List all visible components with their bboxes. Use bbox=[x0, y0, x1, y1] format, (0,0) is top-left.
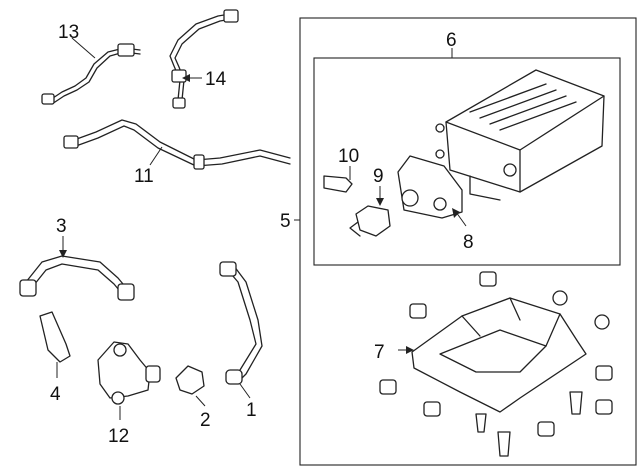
part-13-vapor-line[interactable] bbox=[41, 37, 141, 105]
callout-7: 7 bbox=[374, 342, 385, 363]
callout-11: 11 bbox=[134, 166, 154, 187]
part-8-filter[interactable] bbox=[397, 155, 467, 227]
callout-3: 3 bbox=[56, 216, 67, 237]
callout-13: 13 bbox=[58, 22, 79, 43]
part-3-vapor-hose[interactable] bbox=[19, 236, 135, 301]
part-4-connector[interactable] bbox=[39, 311, 71, 378]
callout-12: 12 bbox=[108, 426, 129, 447]
part-6-canister[interactable] bbox=[435, 69, 605, 201]
callout-6: 6 bbox=[446, 30, 457, 51]
callout-14: 14 bbox=[205, 69, 227, 90]
part-14-vapor-line[interactable] bbox=[169, 9, 239, 109]
part-1-hose[interactable] bbox=[219, 261, 263, 399]
part-11-vapor-tube[interactable] bbox=[63, 119, 291, 170]
part-9-solenoid[interactable] bbox=[349, 186, 391, 237]
callout-8: 8 bbox=[463, 232, 474, 253]
fasteners[interactable] bbox=[379, 271, 613, 457]
callout-5: 5 bbox=[280, 211, 291, 232]
callout-1: 1 bbox=[246, 400, 257, 421]
part-2-fitting[interactable] bbox=[175, 365, 206, 407]
callout-10: 10 bbox=[338, 146, 359, 167]
part-10-connector[interactable] bbox=[323, 166, 353, 193]
callout-4: 4 bbox=[50, 384, 61, 405]
assembly-frame-6 bbox=[313, 57, 621, 266]
callout-9: 9 bbox=[373, 166, 384, 187]
assembly-frame-5 bbox=[299, 17, 637, 466]
part-7-bracket[interactable] bbox=[398, 297, 587, 413]
part-12-purge-valve[interactable] bbox=[97, 341, 161, 420]
callout-2: 2 bbox=[200, 410, 211, 431]
